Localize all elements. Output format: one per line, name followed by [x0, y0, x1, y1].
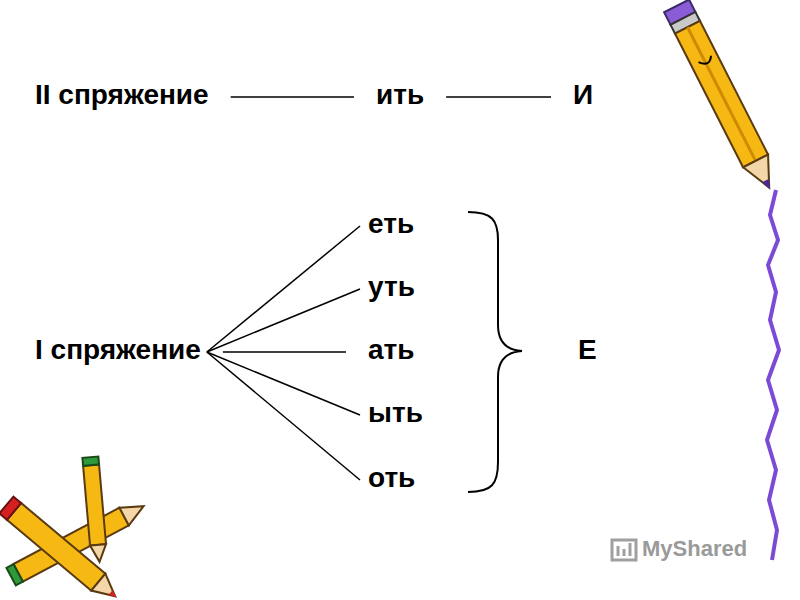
word-label: ыть: [364, 395, 427, 431]
node-text: уть: [368, 271, 415, 303]
word-label: оть: [364, 460, 419, 496]
word-label: еть: [364, 206, 418, 242]
node-text: еть: [368, 208, 414, 240]
word-label: уть: [364, 269, 419, 305]
connector-line: [207, 352, 360, 480]
node-text: И: [573, 79, 593, 111]
word-label: Е: [574, 332, 601, 368]
node-text: оть: [368, 462, 415, 494]
crayon-illustration: [82, 457, 107, 563]
connector-line: [207, 289, 360, 352]
word-label: ить: [372, 77, 428, 113]
connector-line: [231, 96, 354, 98]
connector-line: [207, 352, 360, 415]
curly-brace: [468, 212, 522, 492]
node-text: II спряжение: [35, 79, 209, 111]
connector-line: [207, 226, 360, 352]
watermark-text: MyShared: [642, 536, 747, 562]
node-text: ить: [376, 79, 424, 111]
connector-line: [446, 96, 551, 98]
node-text: Е: [578, 334, 597, 366]
wavy-line: [767, 190, 779, 560]
word-label: И: [569, 77, 597, 113]
node-text: ать: [368, 334, 415, 366]
watermark-icon: [612, 540, 636, 560]
node-text: ыть: [368, 397, 423, 429]
node-text: I спряжение: [35, 334, 201, 366]
connector-line: [223, 351, 346, 353]
word-label: II спряжение: [31, 77, 213, 113]
crayon-illustration: [0, 497, 124, 600]
pencil-illustration: [664, 0, 782, 196]
word-label: ать: [364, 332, 419, 368]
word-label: I спряжение: [31, 332, 205, 368]
